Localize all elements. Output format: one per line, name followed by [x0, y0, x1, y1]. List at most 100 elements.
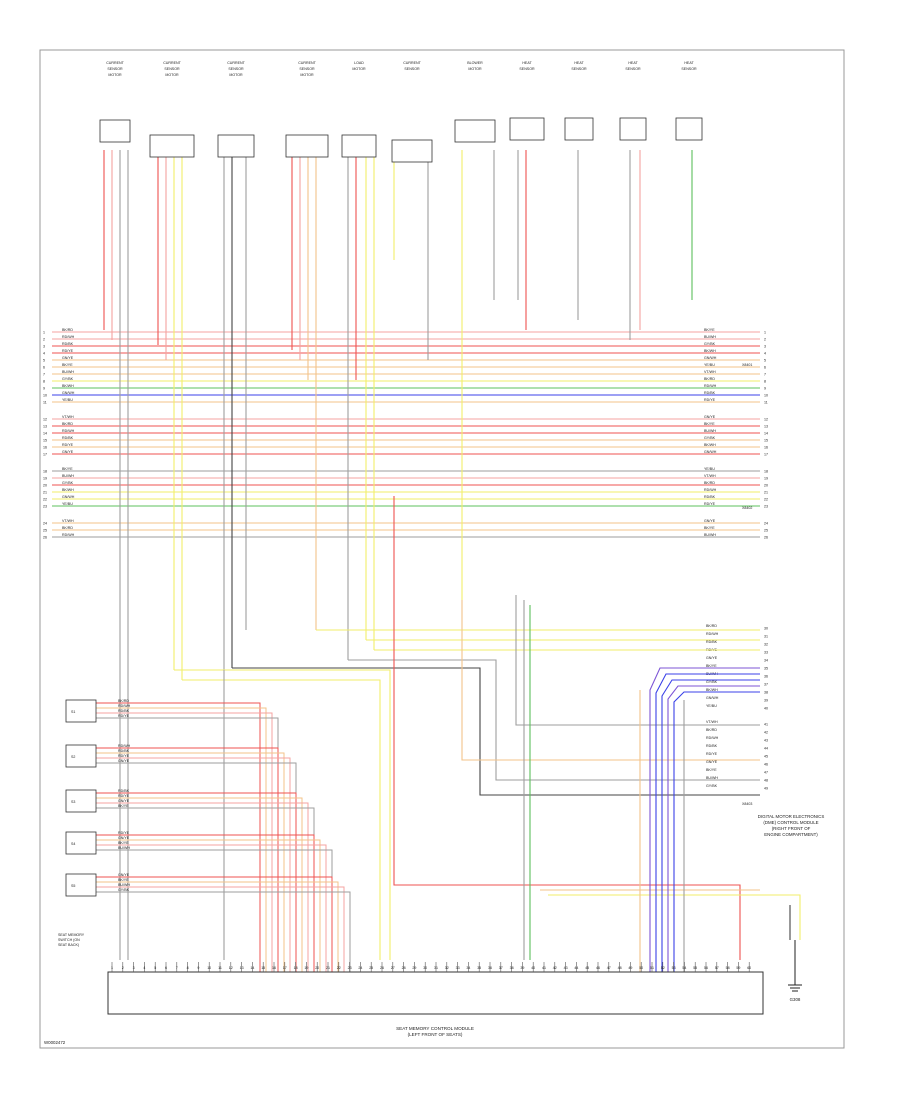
switch-wire-label: GN/YE [118, 836, 130, 840]
module-pin-number: 50 [639, 966, 643, 970]
bus-right-pin: 26 [764, 536, 768, 540]
bus-left-label: GN/WH [62, 391, 75, 395]
dme-pin-number: 41 [764, 723, 768, 727]
component-label: CURRENT [227, 61, 245, 65]
component-label: HEAT [628, 61, 638, 65]
bus-left-label: BK/YE [62, 363, 73, 367]
bus-left-pin: 20 [43, 484, 47, 488]
dme-pin-label: BU/WH [706, 776, 718, 780]
dme-pin-number: 38 [764, 691, 768, 695]
dme-pin-number: 33 [764, 651, 768, 655]
diagram-border [39, 49, 845, 1049]
module-pin-number: 29 [412, 966, 416, 970]
bus-left-label: BU/WH [62, 474, 74, 478]
module-pin-number: 11 [218, 966, 222, 970]
dme-pin-label: GN/YE [706, 656, 718, 660]
module-pin-number: 38 [510, 966, 514, 970]
module-pin-number: 6 [165, 966, 167, 970]
switch-pin-label: S1 [71, 710, 75, 714]
dme-pin-number: 47 [764, 771, 768, 775]
bus-right-pin: 17 [764, 453, 768, 457]
dme-pin-label: RD/BK [706, 744, 718, 748]
bus-right-label: GN/YE [704, 519, 716, 523]
wire-73 [649, 667, 760, 972]
wire-59 [232, 667, 760, 796]
dme-pin-label: BK/YE [706, 768, 717, 772]
bus-left-label: YE/BU [62, 502, 73, 506]
module-pin-number: 25 [369, 966, 373, 970]
bus-right-pin: 11 [764, 401, 768, 405]
wire-84 [96, 747, 279, 972]
bus-left-label: YE/BU [62, 398, 73, 402]
module-pin-number: 49 [628, 966, 632, 970]
bus-right-label: BK/YE [704, 526, 715, 530]
module-label-line1: SEAT MEMORY CONTROL MODULE [396, 1026, 474, 1031]
module-pin-number: 52 [661, 966, 665, 970]
module-pin-number: 44 [574, 966, 578, 970]
left-switch-label-3: SEAT BACK) [58, 943, 79, 947]
wire-94 [96, 844, 327, 972]
seat-switch [65, 873, 97, 897]
dme-label-line3: (RIGHT FRONT OF [772, 826, 811, 831]
component-label: MOTOR [165, 73, 179, 77]
bus-left-label: RD/YE [62, 349, 74, 353]
dme-pin-number: 44 [764, 747, 768, 751]
dme-pin-label: RD/WH [706, 736, 719, 740]
module-pin-number: 9 [197, 966, 199, 970]
switch-wire-label: BK/RD [118, 699, 129, 703]
bus-right-label: BK/YE [704, 328, 715, 332]
module-pin-number: 46 [596, 966, 600, 970]
bus-left-label: BK/RD [62, 422, 73, 426]
wire-71 [548, 894, 801, 940]
component-box [99, 119, 131, 143]
switch-wire-label: BK/YE [118, 878, 129, 882]
module-pin-number: 26 [380, 966, 384, 970]
wire-96 [96, 876, 333, 972]
dme-pin-number: 39 [764, 699, 768, 703]
component-label: SENSOR [228, 67, 244, 71]
bus-left-pin: 14 [43, 432, 47, 436]
component-label: HEAT [684, 61, 694, 65]
dme-module-label: DIGITAL MOTOR ELECTRONICS (DME) CONTROL … [758, 814, 825, 837]
dme-pin-label: BK/WH [706, 688, 718, 692]
wire-85 [96, 752, 285, 972]
switch-wire-label: GN/YE [118, 873, 130, 877]
bus-left-label: RD/BK [62, 436, 74, 440]
dme-label-line4: ENGINE COMPARTMENT) [764, 832, 818, 837]
bus-right-label: GN/YE [704, 415, 716, 419]
dme-pin-number: 37 [764, 683, 768, 687]
module-pin-number: 1 [111, 966, 113, 970]
bus-right-label: RD/YE [704, 502, 716, 506]
dme-label-line1: DIGITAL MOTOR ELECTRONICS [758, 814, 825, 819]
bus-right-pin: 4 [764, 352, 766, 356]
module-pin-number: 34 [466, 966, 470, 970]
module-pin-number: 40 [531, 966, 535, 970]
component-label: MOTOR [468, 67, 482, 71]
dme-pin-number: 35 [764, 667, 768, 671]
module-pin-number: 23 [348, 966, 352, 970]
bus-left-pin: 9 [43, 387, 45, 391]
bus-right-pin: 10 [764, 394, 768, 398]
component-box [391, 139, 433, 163]
bus-right-label: GY/BK [704, 342, 716, 346]
bus-left-label: BK/RD [62, 526, 73, 530]
dme-pin-number: 34 [764, 659, 768, 663]
bus-right-label: BU/WH [704, 533, 716, 537]
component-box [341, 134, 377, 158]
module-pin-number: 35 [477, 966, 481, 970]
module-pin-number: 54 [682, 966, 686, 970]
dme-pin-label: BK/RD [706, 624, 717, 628]
component-label: SENSOR [164, 67, 180, 71]
bus-left-pin: 7 [43, 373, 45, 377]
bus-left-pin: 10 [43, 394, 47, 398]
dme-pin-number: 43 [764, 739, 768, 743]
connector-label-2: X8402 [742, 506, 752, 510]
bus-left-pin: 16 [43, 446, 47, 450]
wire-75 [661, 679, 760, 972]
switch-pin-label: S5 [71, 884, 75, 888]
bus-right-label: GY/BK [704, 436, 716, 440]
bus-right-label: BK/RD [704, 377, 715, 381]
module-pin-number: 55 [693, 966, 697, 970]
module-pin-number: 10 [207, 966, 211, 970]
